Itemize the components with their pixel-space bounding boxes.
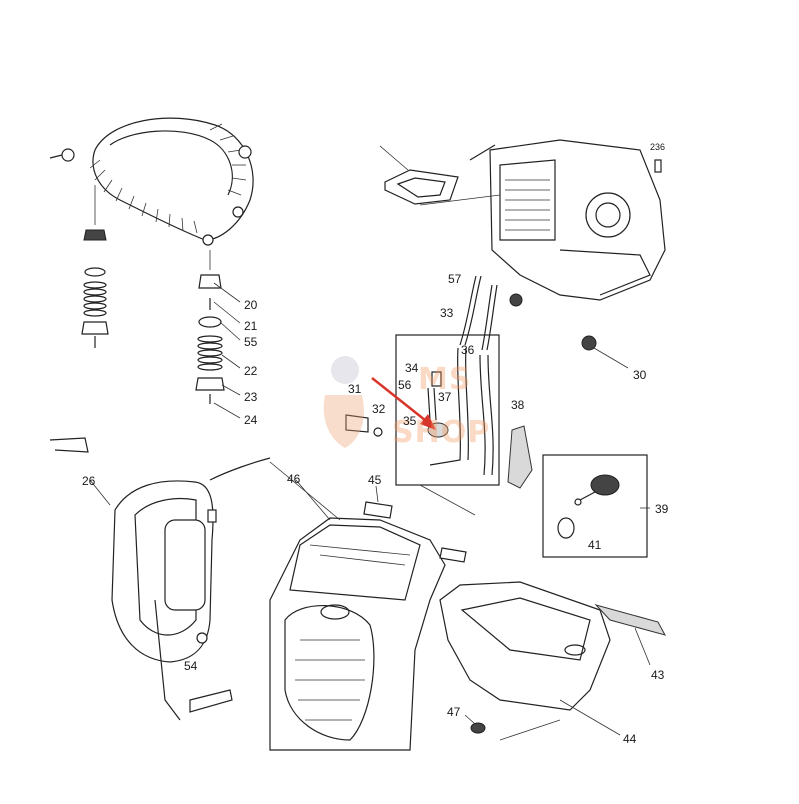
nut-47: [470, 722, 486, 734]
label-54: 54: [184, 659, 198, 673]
pad-43: [594, 604, 666, 636]
label-21: 21: [244, 319, 258, 333]
main-body: [269, 461, 446, 751]
left-mount-stack: [81, 185, 109, 348]
label-35: 35: [403, 414, 417, 428]
highlight-arrow: [371, 377, 431, 425]
label-26: 26: [82, 474, 96, 488]
backpack-frame: [49, 437, 271, 721]
label-55: 55: [244, 335, 258, 349]
fan-housing: [49, 117, 254, 246]
label-22: 22: [244, 364, 258, 378]
label-33: 33: [440, 306, 454, 320]
label-44: 44: [623, 732, 637, 746]
foam-pad: [379, 145, 501, 206]
label-23: 23: [244, 390, 258, 404]
label-36: 36: [461, 343, 475, 357]
watermark-mascot: [323, 356, 365, 448]
label-41: 41: [588, 538, 602, 552]
label-46: 46: [287, 472, 301, 486]
label-32: 32: [372, 402, 386, 416]
watermark-shop: SHOP: [392, 415, 491, 450]
right-mount-stack: [195, 250, 241, 419]
label-56: 56: [398, 378, 412, 392]
grommet-b: [581, 335, 597, 351]
label-20: 20: [244, 298, 258, 312]
fuel-pipe-box: [395, 334, 500, 486]
label-24: 24: [244, 413, 258, 427]
label-31: 31: [348, 382, 362, 396]
label-236: 236: [650, 142, 666, 152]
label-57: 57: [448, 272, 462, 286]
fuel-tank: [439, 581, 621, 741]
label-37: 37: [438, 390, 452, 404]
watermark-ms: MS: [418, 362, 472, 397]
label-47: 47: [447, 705, 461, 719]
label-38: 38: [511, 398, 525, 412]
fuel-cap-box: [542, 454, 648, 558]
engine-frame: [469, 139, 666, 301]
label-34: 34: [405, 361, 419, 375]
label-30: 30: [633, 368, 647, 382]
cover-38: [507, 425, 533, 489]
clip-45: [363, 485, 467, 563]
label-45: 45: [368, 473, 382, 487]
label-43: 43: [651, 668, 665, 682]
fuel-pipes: [429, 275, 498, 476]
label-39: 39: [655, 502, 669, 516]
fuel-cap: [557, 474, 620, 539]
grommet-a: [509, 293, 523, 307]
